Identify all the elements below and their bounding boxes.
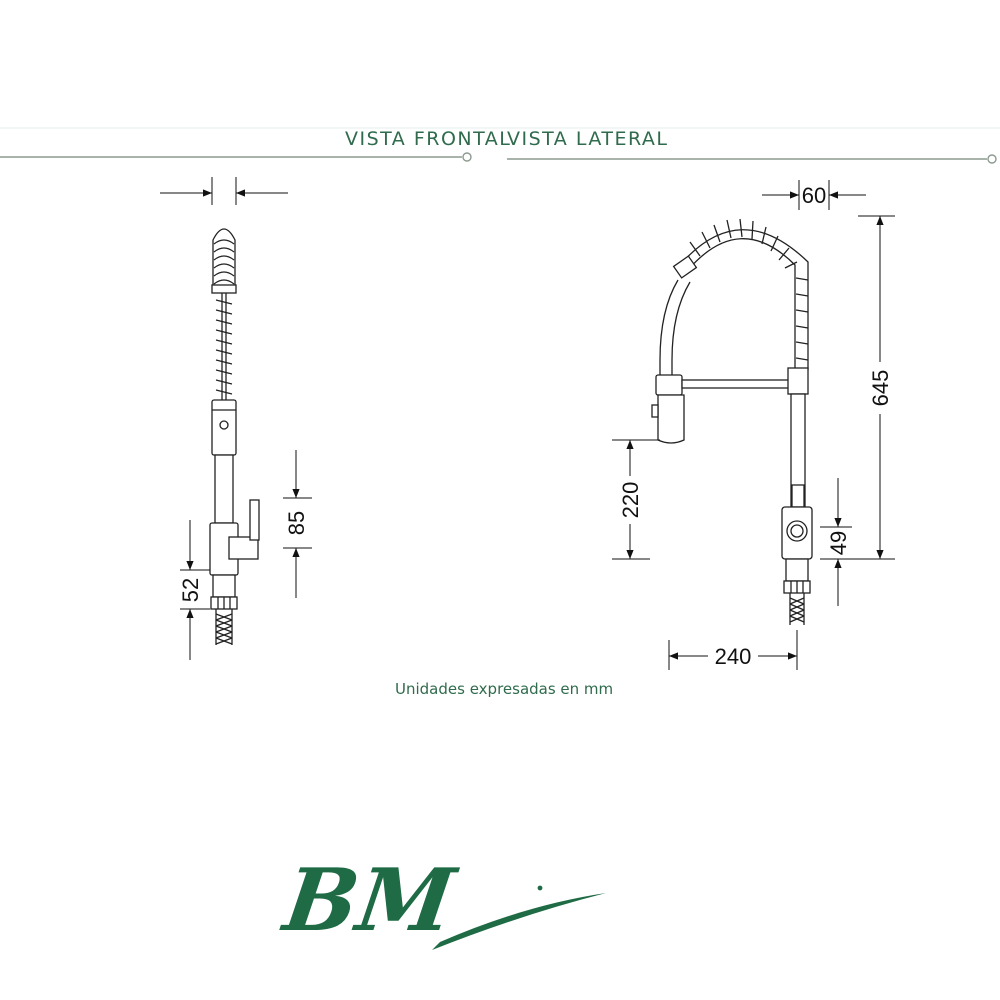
side-hose [659, 279, 691, 375]
side-total-height-label: 645 [868, 370, 893, 407]
side-reach-dimension: 240 [668, 630, 798, 670]
side-total-height-dimension: 645 [825, 215, 895, 560]
side-spout-height-label: 220 [618, 482, 643, 519]
side-lever-height-label: 49 [826, 531, 851, 555]
header: VISTA FRONTAL VISTA LATERAL [0, 127, 1000, 164]
front-view: 85 52 [160, 177, 312, 660]
front-spring-head [211, 228, 237, 294]
brand-logo-text: BM [275, 850, 462, 951]
front-top-width-dimension [160, 177, 288, 205]
units-note: Unidades expresadas en mm [395, 680, 613, 698]
side-spout-height-dimension: 220 [612, 439, 660, 560]
front-spring-body [215, 293, 233, 400]
side-holder-bar [681, 379, 790, 389]
side-supply-hoses [789, 593, 805, 625]
front-supply-hoses [215, 609, 233, 645]
front-lever-height-label: 85 [284, 511, 309, 535]
side-view: 60 [612, 180, 895, 670]
front-view-title: VISTA FRONTAL [345, 128, 511, 150]
side-spring-arc [672, 218, 809, 370]
front-base-height-dimension: 52 [178, 520, 210, 660]
front-spray-head [211, 399, 237, 456]
side-view-rule-end [987, 154, 997, 164]
front-lever-height-dimension: 85 [283, 450, 312, 598]
side-spout-depth-dimension: 60 [762, 180, 866, 210]
side-reach-label: 240 [715, 644, 752, 669]
side-spray-head [651, 374, 685, 444]
brand-logo: BM [275, 850, 606, 951]
side-view-title: VISTA LATERAL [507, 128, 669, 150]
front-body-pipe [214, 454, 234, 524]
side-main-column [787, 367, 809, 508]
brand-logo-swoosh [432, 893, 606, 950]
side-lever-height-dimension: 49 [820, 478, 852, 606]
brand-logo-dot [537, 885, 543, 891]
side-valve-body [781, 506, 813, 594]
side-spout-depth-label: 60 [802, 183, 826, 208]
front-view-rule-end [462, 152, 472, 162]
front-base-height-label: 52 [178, 578, 203, 602]
front-valve-body [209, 499, 260, 610]
